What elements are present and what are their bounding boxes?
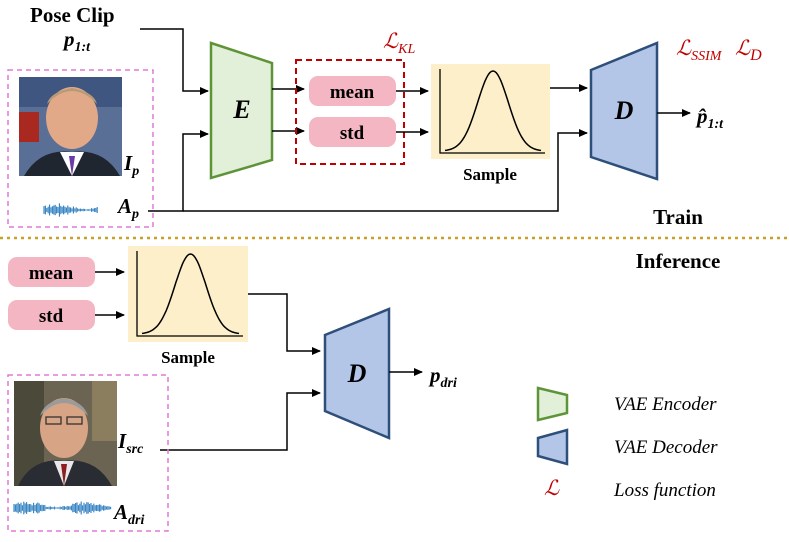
train-sample-panel xyxy=(431,64,550,159)
train-input-group-box xyxy=(7,69,154,228)
train-std-pill xyxy=(309,117,396,147)
inference-mean-pill xyxy=(8,257,95,287)
train-decoder-label: D xyxy=(614,96,634,125)
inference-mean-label: mean xyxy=(29,263,74,284)
inference-sample-label: Sample xyxy=(161,348,215,367)
audio-to-encoder-arrow xyxy=(148,130,209,212)
inference-output-symbol: pdri xyxy=(428,363,457,391)
train-face-image xyxy=(19,77,122,176)
inference-section-label: Inference xyxy=(636,249,721,273)
inference-std-pill xyxy=(8,300,95,330)
inference-gaussian-curve xyxy=(141,253,240,335)
legend-decoder-text: VAE Decoder xyxy=(614,437,718,458)
pose-clip-symbol: p1:t xyxy=(62,27,91,55)
train-image-symbol: Ip xyxy=(123,151,139,179)
train-decoder-block xyxy=(589,41,659,181)
inference-std-label: std xyxy=(39,306,64,327)
legend-encoder-text: VAE Encoder xyxy=(614,394,717,415)
inference-audio-symbol: Adri xyxy=(112,500,144,528)
legend-loss-symbol: ℒ xyxy=(544,476,560,500)
inf-image-to-decoder-arrow xyxy=(160,389,321,451)
kl-loss-box xyxy=(295,59,405,165)
audio-to-decoder-arrow xyxy=(183,129,588,212)
inference-image-symbol: Isrc xyxy=(117,429,144,457)
train-audio-waveform xyxy=(43,203,98,217)
legend-decoder-icon xyxy=(536,428,569,466)
train-sample-label: Sample xyxy=(463,165,517,184)
train-section-label: Train xyxy=(653,205,703,229)
inference-input-group-box xyxy=(7,374,169,532)
ssim-loss-label: ℒSSIM xyxy=(676,36,723,64)
inf-sample-to-decoder-arrow xyxy=(248,293,321,355)
legend-loss-text: Loss function xyxy=(613,480,716,501)
kl-loss-label: ℒKL xyxy=(383,29,415,57)
inference-decoder-block xyxy=(323,307,391,440)
encoder-block xyxy=(209,41,274,180)
inference-decoder-label: D xyxy=(347,359,367,388)
train-mean-label: mean xyxy=(330,82,375,103)
encoder-label: E xyxy=(232,95,250,124)
inference-audio-waveform xyxy=(13,501,112,515)
train-audio-symbol: Ap xyxy=(116,194,139,222)
d-loss-label: ℒD xyxy=(735,36,762,64)
train-std-label: std xyxy=(340,123,365,144)
inference-face-image xyxy=(14,381,117,486)
pose-to-encoder-arrow xyxy=(140,28,209,95)
inference-sample-axes xyxy=(136,251,243,337)
train-mean-pill xyxy=(309,76,396,106)
pose-clip-title: Pose Clip xyxy=(30,3,115,27)
legend-encoder-icon xyxy=(536,386,569,422)
legend: VAE Encoder VAE Decoder ℒ Loss function xyxy=(536,386,718,501)
train-gaussian-curve xyxy=(444,70,542,152)
train-sample-axes xyxy=(439,69,545,154)
inference-sample-panel xyxy=(128,246,248,342)
train-output-symbol: p̂1:t xyxy=(695,104,724,132)
